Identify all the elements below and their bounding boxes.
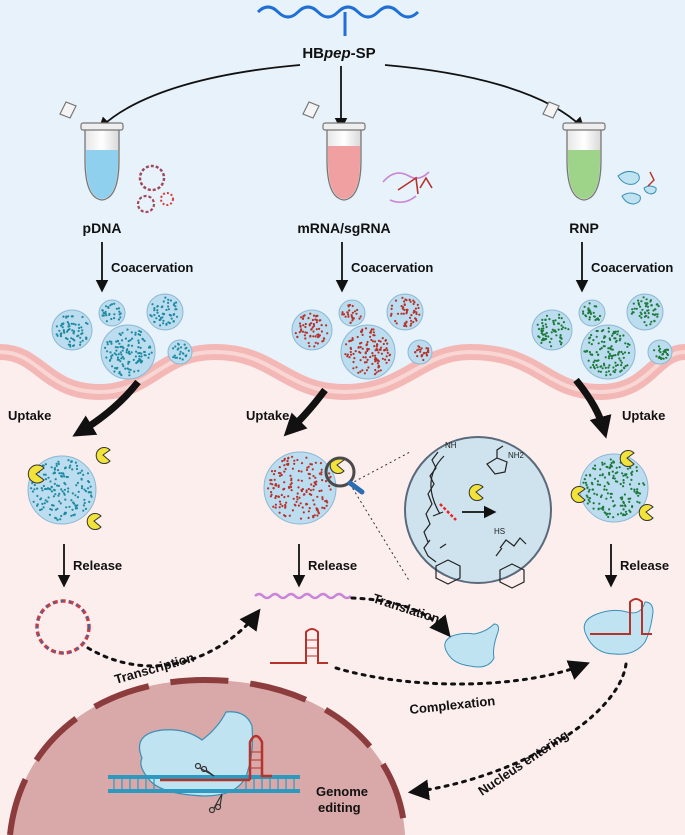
- coacervate-droplets: [51, 293, 673, 380]
- coacervate-droplet: [647, 339, 673, 365]
- coacervate-droplet: [167, 339, 193, 365]
- arrow-nucleus-entering: [407, 662, 628, 801]
- arrow-uptake-3: [573, 377, 612, 439]
- internalized-droplet-rnp: [579, 453, 649, 523]
- uptake-label-1: Uptake: [8, 408, 51, 423]
- uptake-label-3: Uptake: [622, 408, 665, 423]
- coacervate-droplet: [531, 309, 573, 351]
- chem-hs-label: HS: [494, 527, 505, 536]
- cas9-protein-icon: [444, 623, 499, 668]
- coacervate-droplet: [386, 293, 424, 331]
- sgrna-icon: [270, 628, 328, 664]
- genome-editing-label-line1: Genome: [316, 784, 368, 799]
- peptide-squiggle: [256, 5, 420, 19]
- coacervate-droplet: [100, 324, 156, 380]
- rnp-tube: [542, 101, 606, 201]
- released-rnp-icon: [583, 598, 654, 655]
- internalized-droplet-mrna: [263, 451, 337, 525]
- coacervate-droplet: [98, 299, 126, 327]
- coacervate-droplet: [340, 324, 396, 380]
- coacervate-droplet: [51, 309, 93, 351]
- uptake-label-2: Uptake: [246, 408, 289, 423]
- mrna-sgrna-icon: [382, 171, 433, 204]
- coacervation-label-1: Coacervation: [111, 260, 193, 275]
- coacervate-droplet: [338, 299, 366, 327]
- cargo-label-rnp: RNP: [569, 220, 599, 236]
- release-label-1: Release: [73, 558, 122, 573]
- chem-nh2-label: NH2: [508, 451, 525, 460]
- coacervate-droplet: [407, 339, 433, 365]
- coacervate-droplet: [626, 293, 664, 331]
- genome-editing-complex: [108, 711, 300, 814]
- cargo-label-pdna: pDNA: [83, 220, 122, 236]
- cell-membrane: [0, 343, 685, 401]
- internalized-coacervates: [27, 451, 649, 525]
- release-label-3: Release: [620, 558, 669, 573]
- coacervate-droplet: [291, 309, 333, 351]
- magnifier-icon: [324, 451, 411, 583]
- arrow-to-pdna-tube: [98, 64, 301, 130]
- arrow-uptake-2: [283, 387, 328, 437]
- reagent-title: HBpep-SP: [302, 45, 375, 62]
- genome-editing-label-line2: editing: [318, 800, 361, 815]
- arrow-transcription: [86, 608, 261, 668]
- glutathione-icons: [27, 447, 654, 530]
- disulfide-cleavage-inset: NH NH2 HS: [404, 436, 552, 589]
- rnp-complex-icon: [617, 170, 657, 205]
- arrow-uptake-1: [72, 379, 141, 437]
- cargo-label-mrna-sgrna: mRNA/sgRNA: [297, 220, 390, 236]
- chem-nh-label: NH: [445, 441, 457, 450]
- internalized-droplet-pdna: [27, 455, 97, 525]
- coacervation-label-2: Coacervation: [351, 260, 433, 275]
- plasmid-dna-icon: [136, 164, 174, 214]
- coacervate-droplet: [580, 324, 636, 380]
- release-label-2: Release: [308, 558, 357, 573]
- pdna-tube: [59, 101, 124, 201]
- coacervate-droplet: [578, 299, 606, 327]
- coacervate-droplet: [146, 293, 184, 331]
- arrow-complexation: [334, 660, 590, 686]
- coacervation-label-3: Coacervation: [591, 260, 673, 275]
- arrow-to-rnp-tube: [384, 64, 585, 130]
- mrna-tube: [302, 101, 366, 201]
- released-mrna-icon: [254, 592, 352, 600]
- released-plasmid-icon: [35, 599, 91, 655]
